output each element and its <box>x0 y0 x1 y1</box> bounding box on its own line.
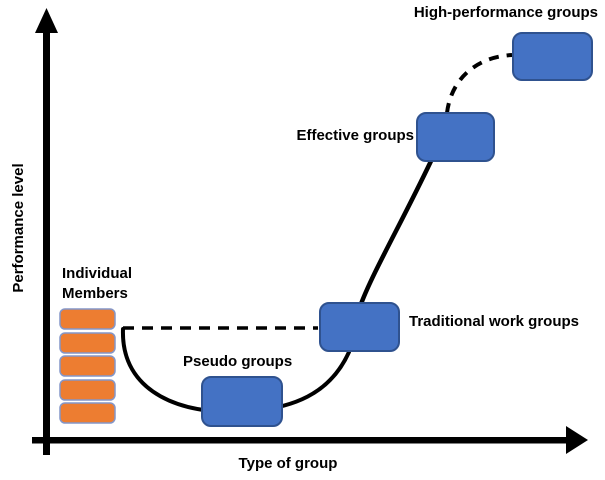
connector-effective-to-high-performance <box>445 53 513 114</box>
y-axis-arrowhead-icon <box>35 8 58 33</box>
member-unit <box>59 355 116 377</box>
member-unit <box>59 332 116 354</box>
label-high-performance-groups: High-performance groups <box>413 4 598 21</box>
label-individual-members-line1: Individual <box>62 265 133 282</box>
x-axis-arrowhead-icon <box>566 426 588 454</box>
y-axis-arrow <box>35 8 58 455</box>
x-axis-label: Type of group <box>238 455 338 472</box>
node-high-performance-groups <box>512 32 593 81</box>
node-individual-members <box>59 308 116 424</box>
node-pseudo-groups <box>201 376 283 427</box>
label-individual-members-line2: Members <box>62 285 128 302</box>
label-traditional-work-groups: Traditional work groups <box>409 313 580 330</box>
label-pseudo-groups: Pseudo groups <box>183 353 293 370</box>
node-traditional-work-groups <box>319 302 400 352</box>
node-effective-groups <box>416 112 495 162</box>
x-axis-arrow <box>32 426 588 454</box>
connector-traditional-to-effective <box>358 158 434 307</box>
member-unit <box>59 308 116 330</box>
member-unit <box>59 379 116 401</box>
member-unit <box>59 402 116 424</box>
label-effective-groups: Effective groups <box>296 127 414 144</box>
label-individual-members: Individual Members <box>62 264 132 304</box>
y-axis-label: Performance level <box>10 163 27 293</box>
